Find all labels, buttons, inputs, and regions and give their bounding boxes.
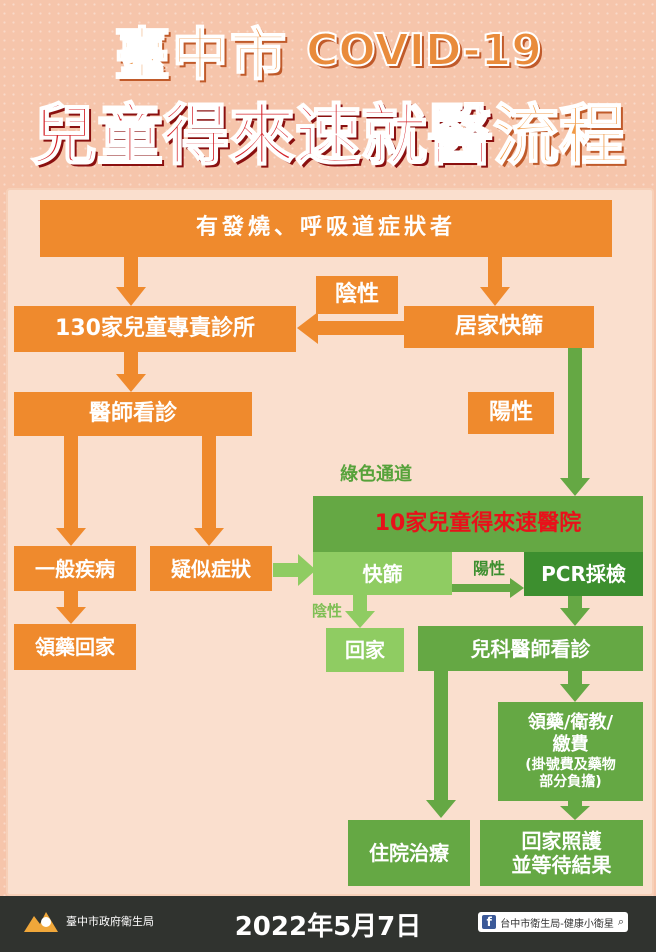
negative-label-box: 陰性: [316, 276, 398, 314]
general-illness-box: 一般疾病: [14, 546, 136, 591]
agency-name: 臺中市政府衛生局: [66, 915, 154, 928]
symptoms-box: 有發燒、呼吸道症狀者: [40, 200, 612, 257]
hospitals-box: 10家兒童得來速醫院: [313, 496, 643, 552]
pediatric-doctor-box: 兒科醫師看診: [418, 626, 643, 671]
title-line-1: 臺中市 COVID-19: [0, 14, 656, 89]
title-flow: 流程: [492, 96, 626, 175]
doctor-box: 醫師看診: [14, 392, 252, 436]
title-main: 兒童得來速就醫: [30, 96, 494, 175]
fee-note-line1: (掛號費及藥物: [525, 757, 616, 774]
suspected-symptoms-box: 疑似症狀: [150, 546, 272, 591]
home-test-box: 居家快篩: [404, 306, 594, 348]
agency-logo: 臺中市政府衛生局: [22, 906, 154, 936]
home-care-line2: 並等待結果: [511, 853, 612, 877]
hospitalize-box: 住院治療: [348, 820, 470, 886]
meds-edu-line2: 繳費: [552, 733, 589, 755]
meds-edu-box: 領藥/衛教/ 繳費 (掛號費及藥物 部分負擔): [498, 702, 643, 801]
positive-label-box: 陽性: [468, 392, 554, 434]
meds-home-box: 領藥回家: [14, 624, 136, 670]
home-care-box: 回家照護 並等待結果: [480, 820, 643, 886]
clinics-box: 130家兒童專責診所: [14, 306, 296, 352]
fee-note-line2: 部分負擔): [539, 774, 602, 791]
go-home-box: 回家: [326, 628, 404, 672]
footer-bar: 臺中市政府衛生局 2022年5月7日 f 台中市衛生局-健康小衛星 ⌕: [0, 896, 656, 952]
title-line-2: 兒童得來速就醫流程: [0, 94, 656, 178]
home-care-line1: 回家照護: [521, 829, 602, 853]
footer-date: 2022年5月7日: [234, 911, 422, 942]
pcr-box: PCR採檢: [524, 552, 643, 596]
positive-small-label: 陽性: [472, 559, 505, 579]
negative-small-label: 陰性: [312, 602, 343, 620]
title-covid: COVID-19: [305, 24, 543, 77]
rapid-test-box: 快篩: [313, 552, 452, 595]
title-city: 臺中市: [113, 22, 289, 89]
agency-logo-icon: [24, 912, 58, 932]
green-channel-label: 綠色通道: [340, 464, 412, 485]
search-icon: ⌕: [617, 915, 624, 928]
facebook-badge[interactable]: f 台中市衛生局-健康小衛星 ⌕: [478, 912, 628, 932]
facebook-icon: f: [482, 915, 497, 929]
meds-edu-line1: 領藥/衛教/: [527, 712, 614, 734]
facebook-page-name: 台中市衛生局-健康小衛星: [500, 918, 614, 930]
hospitals-text: 10家兒童得來速醫院: [374, 510, 582, 536]
